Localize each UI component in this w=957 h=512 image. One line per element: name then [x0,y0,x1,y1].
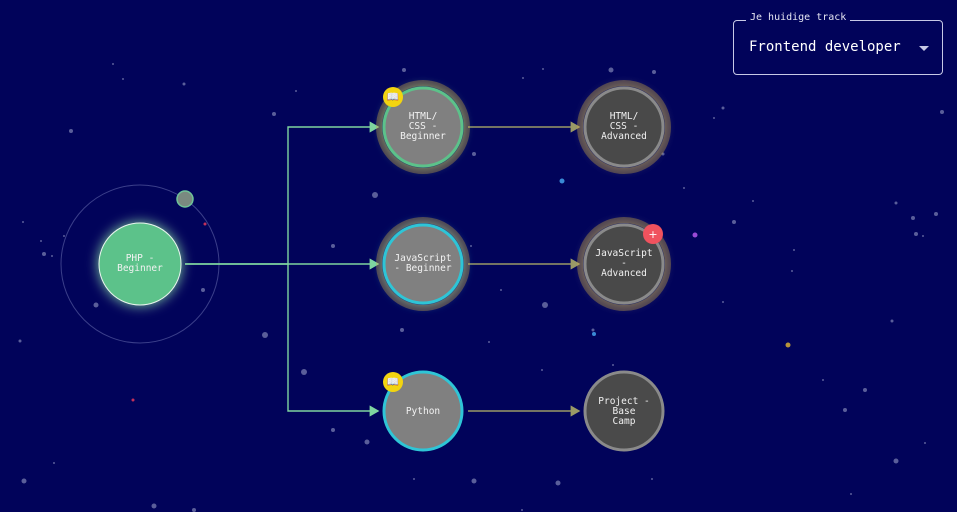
star [93,302,99,308]
node-javascript-advanced[interactable] [583,223,665,305]
star [850,493,852,495]
star [785,342,791,348]
star [295,90,297,92]
star [522,77,524,79]
star [192,508,196,512]
star [112,63,114,65]
starfield [18,63,944,512]
star [612,364,614,366]
star [608,67,614,73]
caret-down-icon[interactable] [919,46,929,51]
star [69,129,73,133]
node-python[interactable] [382,370,464,452]
star [471,478,477,484]
star [592,332,596,336]
star [914,232,918,236]
star [924,442,926,444]
book-icon[interactable]: 📖 [383,87,403,107]
star [413,478,415,480]
star [262,332,268,338]
track-select-value: Frontend developer [749,39,901,55]
star [661,152,665,156]
connector-php-to-python [287,264,380,417]
star [894,201,898,205]
star [542,68,544,70]
star [793,249,795,251]
star [272,112,276,116]
star [40,240,42,242]
star [151,503,157,509]
star [42,252,46,256]
star [301,369,307,375]
star [541,369,543,371]
star [18,339,22,343]
star [542,302,548,308]
star [53,462,55,464]
star [22,221,24,223]
node-php-beginner[interactable] [98,222,182,306]
star [400,328,404,332]
star [863,388,867,392]
star [122,78,124,80]
node-javascript-beginner[interactable] [382,223,464,305]
star [402,68,406,72]
star [203,222,207,226]
star [722,301,724,303]
track-select-legend: Je huidige track [746,12,851,23]
star [922,235,924,237]
star [843,408,847,412]
star [131,398,135,402]
book-icon[interactable]: 📖 [383,372,403,392]
star [591,328,595,332]
star [713,117,715,119]
star [934,212,938,216]
node-html-css-advanced[interactable] [583,86,665,168]
star [372,192,378,198]
star [51,255,53,257]
star [893,458,899,464]
star [890,319,894,323]
node-html-css-beginner[interactable] [382,86,464,168]
star [201,288,205,292]
star [752,200,754,202]
star [692,232,698,238]
star [63,235,65,237]
star [521,509,523,511]
gold-halos [376,80,671,311]
star [21,478,27,484]
star [732,220,736,224]
connectors [185,121,581,417]
star [791,270,793,272]
connector-php-to-html [185,121,380,265]
star [470,245,472,247]
node-project-base-camp[interactable] [583,370,665,452]
star [721,106,725,110]
star [331,428,335,432]
star [182,82,186,86]
star [364,439,370,445]
star [331,244,335,248]
star [911,216,915,220]
track-select[interactable]: Je huidige track Frontend developer [733,12,943,75]
star [822,379,824,381]
star [683,187,685,189]
star [652,70,656,74]
star [488,341,490,343]
star [472,152,476,156]
orbit-dot [176,190,194,208]
star [940,110,944,114]
star [555,480,561,486]
plus-icon[interactable]: + [643,224,663,244]
star [559,178,565,184]
star [651,478,653,480]
star [500,289,502,291]
